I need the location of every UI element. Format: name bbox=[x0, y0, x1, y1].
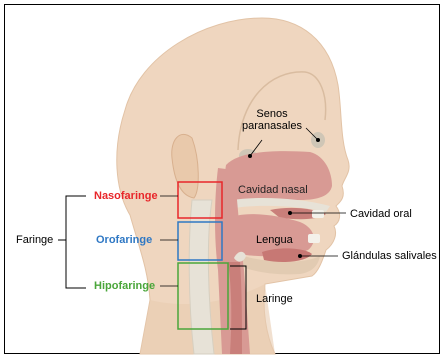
senos-dot-b bbox=[316, 138, 320, 142]
cavidad-oral-dot bbox=[288, 211, 292, 215]
faringe-bracket bbox=[66, 196, 86, 288]
senos-dot-a bbox=[248, 154, 252, 158]
nasofaringe-label: Nasofaringe bbox=[94, 190, 158, 202]
hipofaringe-label: Hipofaringe bbox=[94, 280, 155, 292]
faringe-label: Faringe bbox=[16, 234, 53, 246]
lengua-label: Lengua bbox=[256, 234, 293, 246]
cavidad-nasal-label: Cavidad nasal bbox=[238, 184, 308, 196]
glandulas-dot bbox=[298, 254, 302, 258]
orofaringe-label: Orofaringe bbox=[96, 234, 152, 246]
lower-teeth bbox=[308, 234, 320, 243]
glandulas-label: Glándulas salivales bbox=[342, 250, 437, 262]
upper-teeth bbox=[312, 210, 324, 218]
senos-label: Senos paranasales bbox=[242, 108, 302, 132]
cavidad-oral-label: Cavidad oral bbox=[350, 208, 412, 220]
laringe-label: Laringe bbox=[256, 293, 293, 305]
